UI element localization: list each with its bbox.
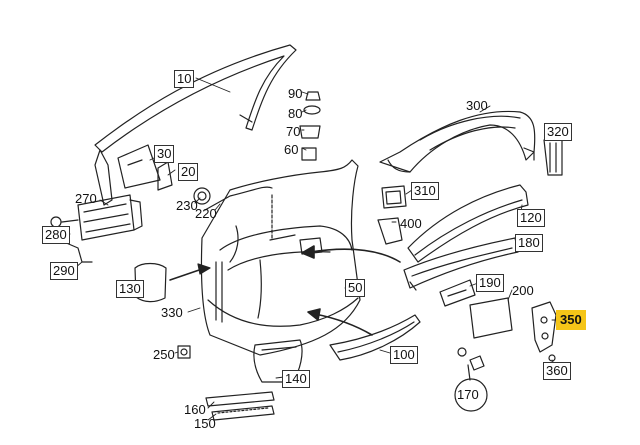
part-label-100[interactable]: 100 bbox=[390, 346, 418, 364]
part-label-220[interactable]: 220 bbox=[195, 206, 217, 221]
part-label-180[interactable]: 180 bbox=[515, 234, 543, 252]
part-label-160[interactable]: 160 bbox=[184, 402, 206, 417]
part-label-250[interactable]: 250 bbox=[153, 347, 175, 362]
assembly-arrows bbox=[301, 245, 401, 336]
grab-handle[interactable] bbox=[403, 237, 519, 291]
part-label-320[interactable]: 320 bbox=[544, 123, 572, 141]
part-label-330[interactable]: 330 bbox=[161, 305, 183, 320]
door-trim-panel[interactable] bbox=[200, 159, 361, 356]
part-label-190[interactable]: 190 bbox=[476, 274, 504, 292]
armrest-trim[interactable] bbox=[407, 184, 529, 263]
part-label-140[interactable]: 140 bbox=[282, 370, 310, 388]
part-label-10[interactable]: 10 bbox=[174, 70, 195, 88]
window-frame-trim[interactable] bbox=[94, 44, 297, 206]
part-label-60[interactable]: 60 bbox=[284, 142, 299, 157]
part-label-280[interactable]: 280 bbox=[42, 226, 70, 244]
part-label-120[interactable]: 120 bbox=[517, 209, 545, 227]
switch-module[interactable] bbox=[50, 194, 143, 263]
part-label-130[interactable]: 130 bbox=[116, 280, 144, 298]
part-label-170[interactable]: 170 bbox=[457, 387, 479, 402]
part-label-290[interactable]: 290 bbox=[50, 262, 78, 280]
part-label-360[interactable]: 360 bbox=[543, 362, 571, 380]
guide-rail[interactable] bbox=[543, 139, 563, 176]
part-label-90[interactable]: 90 bbox=[288, 86, 303, 101]
lock-knob-bezels[interactable] bbox=[377, 185, 407, 245]
part-label-200[interactable]: 200 bbox=[512, 283, 534, 298]
part-label-70[interactable]: 70 bbox=[286, 124, 301, 139]
small-fasteners[interactable] bbox=[299, 91, 321, 161]
mirror-triangle-trim[interactable] bbox=[117, 144, 173, 191]
part-label-150[interactable]: 150 bbox=[194, 416, 216, 431]
part-label-310[interactable]: 310 bbox=[411, 182, 439, 200]
mounting-bolt[interactable] bbox=[454, 347, 488, 412]
mirror-cap[interactable] bbox=[134, 262, 211, 303]
support-bracket[interactable] bbox=[531, 301, 557, 362]
cover-plate[interactable] bbox=[469, 297, 513, 339]
armrest-cover[interactable] bbox=[329, 314, 421, 361]
part-label-30[interactable]: 30 bbox=[154, 145, 175, 163]
part-label-350[interactable]: 350 bbox=[556, 310, 586, 330]
handle-bracket[interactable] bbox=[439, 279, 476, 307]
retaining-clip[interactable] bbox=[177, 345, 191, 359]
part-label-80[interactable]: 80 bbox=[288, 106, 303, 121]
tweeter-speaker[interactable] bbox=[193, 186, 273, 211]
part-label-400[interactable]: 400 bbox=[400, 216, 422, 231]
lower-seal-strips[interactable] bbox=[205, 391, 275, 421]
window-regulator-housing[interactable] bbox=[379, 110, 536, 173]
part-label-50[interactable]: 50 bbox=[345, 279, 366, 297]
part-label-230[interactable]: 230 bbox=[176, 198, 198, 213]
part-label-20[interactable]: 20 bbox=[178, 163, 199, 181]
part-label-270[interactable]: 270 bbox=[75, 191, 97, 206]
part-label-300[interactable]: 300 bbox=[466, 98, 488, 113]
